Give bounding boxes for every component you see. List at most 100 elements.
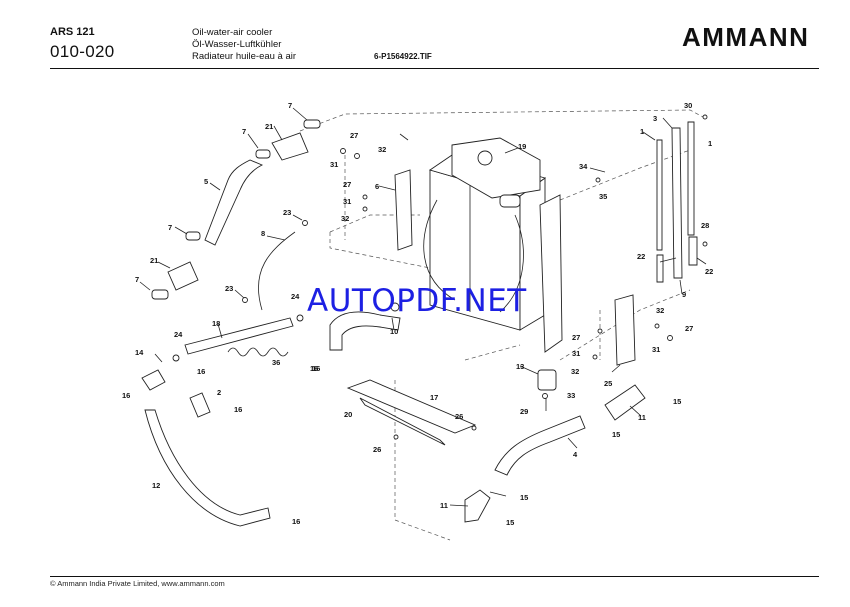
callout-32: 32 [656, 306, 664, 315]
callout-21: 21 [150, 256, 158, 265]
hose-18 [184, 317, 294, 355]
callout-16: 16 [292, 517, 300, 526]
assembly-guide-line [329, 214, 420, 233]
callout-11: 11 [440, 501, 448, 510]
rubber-mount-13 [537, 369, 557, 391]
callout-7: 7 [242, 127, 246, 136]
assembly-guide-line [394, 380, 451, 541]
hose-clamp [303, 119, 321, 129]
callout-7: 7 [288, 101, 292, 110]
title-german: Öl-Wasser-Luftkühler [192, 39, 282, 50]
callout-23: 23 [283, 208, 291, 217]
callout-16: 16 [312, 364, 320, 373]
callout-28: 28 [701, 221, 709, 230]
callout-14: 14 [135, 348, 144, 357]
callout-26: 26 [373, 445, 381, 454]
hose-clamp [255, 149, 271, 159]
callout-22: 22 [705, 267, 713, 276]
callout-15: 15 [520, 493, 528, 502]
assembly-guide-line [464, 344, 521, 361]
callout-10: 10 [390, 327, 398, 336]
footer-rule [50, 576, 819, 577]
callout-21: 21 [265, 122, 273, 131]
seal-strip-1b [687, 121, 695, 236]
seal-strip-22a [656, 254, 664, 283]
elbow-21-lower [167, 261, 199, 291]
callout-26: 26 [455, 412, 463, 421]
callout-16: 16 [310, 364, 318, 373]
section-code: 010-020 [50, 42, 115, 61]
expansion-tank [451, 137, 541, 208]
callout-27: 27 [572, 333, 580, 342]
callout-15: 15 [612, 430, 620, 439]
cover-plate-17 [346, 379, 477, 434]
callout-15: 15 [673, 397, 681, 406]
callout-30: 30 [684, 101, 692, 110]
callout-3: 3 [653, 114, 657, 123]
callout-5: 5 [204, 177, 208, 186]
callout-16: 16 [197, 367, 205, 376]
radiator-side-bracket [539, 194, 563, 353]
seal-strip-3 [671, 127, 683, 279]
brand-logo: AMMANN [682, 22, 810, 52]
callout-29: 29 [520, 407, 528, 416]
callout-18: 18 [212, 319, 220, 328]
callout-19: 19 [518, 142, 526, 151]
callout-35: 35 [599, 192, 607, 201]
callout-27: 27 [350, 131, 358, 140]
watermark-text: AUTOPDF.NET [307, 283, 527, 319]
section-titles: Oil-water-air cooler Öl-Wasser-Luftkühle… [192, 27, 296, 63]
callout-32: 32 [571, 367, 579, 376]
callout-22: 22 [637, 252, 645, 261]
callout-27: 27 [343, 180, 351, 189]
cover-plate-20 [359, 397, 446, 446]
callout-1: 1 [640, 127, 644, 136]
callout-32: 32 [341, 214, 349, 223]
callout-12: 12 [152, 481, 160, 490]
hose-11-right [604, 384, 646, 421]
part-number-callouts: 1 1 2 3 4 5 6 7 7 7 7 8 9 10 11 11 12 13… [122, 101, 713, 527]
seal-strip-1 [656, 139, 663, 251]
callout-16: 16 [122, 391, 130, 400]
bracket-25 [614, 294, 636, 366]
callout-2: 2 [217, 388, 221, 397]
seal-strip-22b [688, 236, 698, 266]
hose-4 [494, 415, 586, 476]
callout-31: 31 [652, 345, 660, 354]
callout-8: 8 [261, 229, 265, 238]
fitting-2 [189, 392, 211, 418]
callout-31: 31 [330, 160, 338, 169]
callout-23: 23 [225, 284, 233, 293]
callout-7: 7 [168, 223, 172, 232]
callout-4: 4 [573, 450, 578, 459]
pipe-8 [258, 231, 296, 311]
bracket-6 [394, 169, 413, 251]
model-name: ARS 121 [50, 26, 95, 38]
callout-27: 27 [685, 324, 693, 333]
callout-24: 24 [174, 330, 183, 339]
callout-31: 31 [572, 349, 580, 358]
assembly-guide-line [559, 149, 691, 201]
callout-33: 33 [567, 391, 575, 400]
header-rule [50, 68, 819, 69]
title-english: Oil-water-air cooler [192, 27, 273, 38]
drawing-file-name: 6-P1564922.TIF [374, 52, 432, 61]
callout-24: 24 [291, 292, 300, 301]
hose-clamp [151, 289, 169, 300]
callout-1: 1 [708, 139, 712, 148]
fitting-14 [141, 369, 166, 391]
callout-36: 36 [272, 358, 280, 367]
callout-6: 6 [375, 182, 379, 191]
callout-31: 31 [343, 197, 351, 206]
callout-17: 17 [430, 393, 438, 402]
assembly-guide-line [299, 109, 706, 132]
hose-10 [329, 311, 401, 351]
callout-13: 13 [516, 362, 524, 371]
title-french: Radiateur huile-eau à air [192, 51, 297, 62]
callout-20: 20 [344, 410, 352, 419]
callout-7: 7 [135, 275, 139, 284]
assembly-guide-line [559, 289, 691, 361]
footer-copyright: © Ammann India Private Limited, www.amma… [50, 579, 225, 588]
callout-15: 15 [506, 518, 514, 527]
